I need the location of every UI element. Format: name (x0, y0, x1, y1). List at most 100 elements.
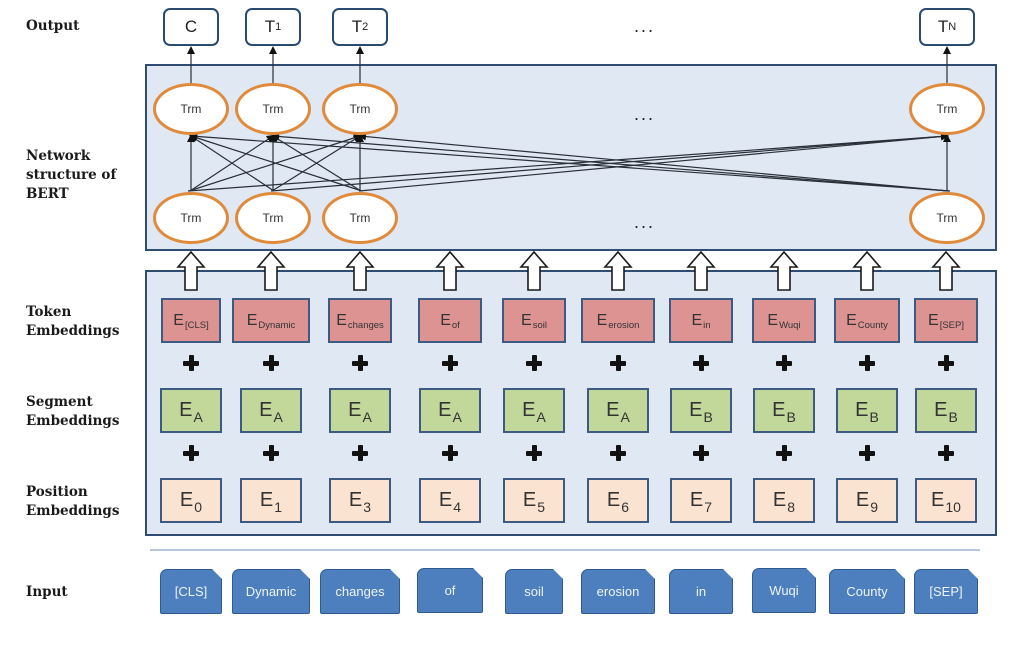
plus-icon (937, 354, 955, 372)
embedding-base: E (348, 489, 363, 511)
embedding-base: E (855, 399, 869, 421)
label-input: Input (26, 584, 68, 600)
embedding-subscript: 4 (453, 498, 462, 515)
embedding-subscript: A (452, 408, 462, 425)
label-line: BERT (26, 186, 69, 202)
output-label: T (937, 17, 949, 36)
embedding-base: E (246, 311, 258, 329)
embedding-subscript: soil (532, 320, 547, 331)
trm-node-bottom-n: Trm (909, 192, 985, 244)
embedding-subscript: erosion (608, 320, 640, 331)
trm-top-ellipsis: ... (634, 104, 656, 124)
embedding-subscript: A (620, 408, 630, 425)
trm-node-top-2: Trm (235, 83, 311, 135)
trm-node-bottom-1: Trm (153, 192, 229, 244)
embedding-subscript: A (273, 408, 283, 425)
embedding-base: E (689, 399, 703, 421)
plus-icon (182, 354, 200, 372)
embedding-subscript: [SEP] (939, 320, 964, 331)
input-token-4: of (417, 568, 483, 613)
plus-icon (858, 354, 876, 372)
embedding-base: E (606, 399, 620, 421)
trm-label: Trm (349, 211, 371, 225)
embedding-base: E (348, 399, 362, 421)
plus-icon (351, 354, 369, 372)
input-token-5: soil (505, 569, 563, 614)
label-line: Position (26, 484, 88, 500)
trm-node-top-n: Trm (909, 83, 985, 135)
input-token-10: [SEP] (914, 569, 978, 614)
embedding-base: E (522, 489, 537, 511)
embedding-subscript: B (948, 408, 958, 425)
embedding-base: E (689, 489, 704, 511)
embedding-base: E (596, 311, 608, 329)
embedding-subscript: Wuqi (779, 320, 801, 331)
trm-node-bottom-2: Trm (235, 192, 311, 244)
trm-label: Trm (180, 102, 202, 116)
output-subscript: N (948, 21, 957, 33)
divider-line (150, 549, 980, 551)
embedding-base: E (767, 311, 779, 329)
embedding-base: E (336, 311, 347, 329)
trm-label: Trm (262, 102, 284, 116)
trm-label: Trm (936, 102, 958, 116)
label-token-embeddings: Token Embeddings (26, 303, 119, 341)
plus-icon (525, 354, 543, 372)
output-subscript: 2 (362, 21, 369, 33)
label-line: Embeddings (26, 413, 120, 429)
embedding-base: E (772, 399, 786, 421)
embedding-subscript: changes (347, 320, 384, 331)
embedding-base: E (438, 489, 453, 511)
embedding-subscript: 0 (194, 498, 203, 515)
label-line: Embeddings (26, 323, 120, 339)
embedding-subscript: of (451, 320, 460, 331)
input-token-7: in (669, 569, 733, 614)
trm-label: Trm (349, 102, 371, 116)
embedding-base: E (855, 489, 870, 511)
label-line: Embeddings (26, 503, 120, 519)
embedding-subscript: B (786, 408, 796, 425)
embedding-subscript: in (703, 320, 711, 331)
output-ellipsis: ... (634, 16, 656, 36)
trm-label: Trm (262, 211, 284, 225)
embedding-base: E (606, 489, 621, 511)
trm-label: Trm (936, 211, 958, 225)
embedding-subscript: A (536, 408, 546, 425)
token-embedding-1: E[CLS] (161, 298, 221, 343)
label-segment-embeddings: Segment Embeddings (26, 393, 119, 431)
trm-label: Trm (180, 211, 202, 225)
token-embedding-10: E[SEP] (914, 298, 978, 343)
embedding-base: E (521, 311, 532, 329)
embedding-base: E (522, 399, 536, 421)
input-token-6: erosion (581, 569, 655, 614)
embedding-subscript: Dynamic (258, 320, 296, 331)
trm-node-bottom-3: Trm (322, 192, 398, 244)
input-token-9: County (829, 569, 905, 614)
plus-icon (262, 354, 280, 372)
embedding-base: E (440, 311, 451, 329)
label-line: Token (26, 304, 72, 320)
plus-icon (441, 444, 459, 462)
embedding-subscript: County (857, 320, 888, 331)
embedding-base: E (179, 399, 193, 421)
input-token-3: changes (320, 569, 400, 614)
